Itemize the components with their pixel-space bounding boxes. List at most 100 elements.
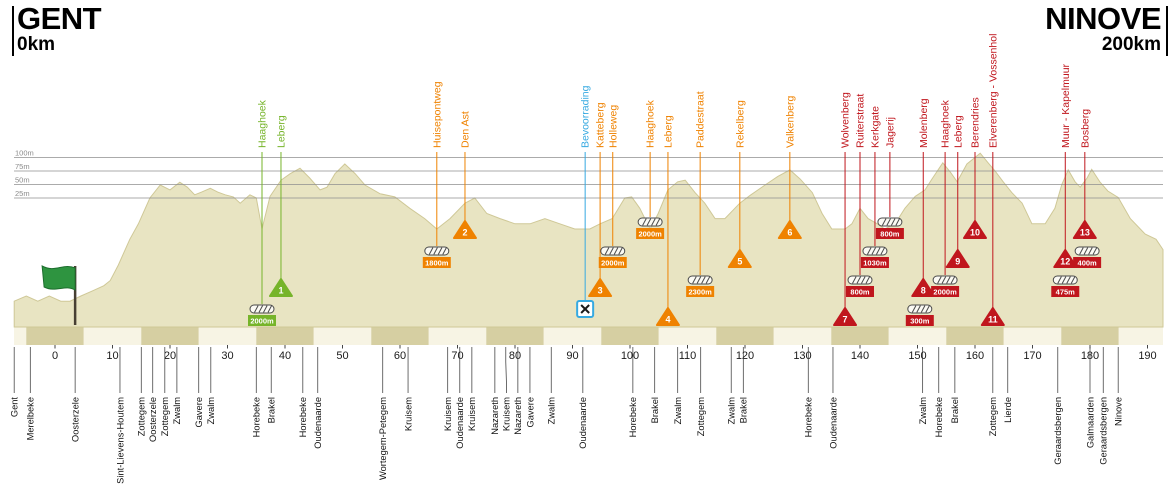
climb-number: 2 [462,228,467,238]
cobbles-icon-hatch [880,247,885,255]
cobbles-icon-hatch [613,247,619,255]
axis-tick-label: 150 [908,350,926,362]
town-label: Gavere [194,397,204,428]
cobbles-icon [862,246,888,256]
start-flag-icon [41,265,76,291]
km-band [716,327,774,345]
town-label: Kruisem [403,397,413,431]
km-band [428,327,487,345]
cobbles-icon-hatch [696,276,702,284]
climb-marker [963,220,987,239]
axis-tick-label: 70 [451,350,463,362]
axis-tick-label: 100 [621,350,639,362]
cobbles-label: Huisepontweg [431,81,443,148]
climb-number: 4 [665,315,670,325]
axis-tick-label: 50 [336,350,348,362]
axis-tick-label: 40 [279,350,291,362]
climb-label: Berendries [970,97,982,148]
town-label: Horebeke [804,397,814,437]
town-label: Nazareth [490,397,500,435]
cobbles-icon-hatch [890,218,896,226]
town-label: Zwalm [172,397,182,425]
km-band [256,327,314,345]
cobbles-icon-hatch [1079,247,1084,255]
climb-label: Leberg [952,115,964,148]
climb-marker [777,220,802,239]
climb-number: 11 [988,315,998,325]
cobbles-icon-hatch [655,218,661,226]
town-label: Gavere [525,397,535,428]
cobbles-label: Haaghoek [940,99,952,148]
town-label: Horebeke [252,397,262,437]
cobbles-icon-hatch [428,247,434,255]
km-band [26,327,84,345]
climb-marker [911,278,936,297]
cobbles-icon-hatch [937,276,942,284]
axis-tick-label: 20 [164,350,176,362]
cobbles-icon-hatch [604,247,610,255]
cobbles-icon-hatch [263,305,268,313]
town-label: Sint-Lievens-Houtem [115,397,125,484]
town-label: Oudenaarde [313,397,323,449]
cobbles-icon-hatch [609,247,614,255]
cobbles-icon-hatch [886,218,891,226]
town-label: Oosterzele [148,397,158,442]
cobbles-icon-hatch [433,247,438,255]
town-label: Gent [9,397,19,418]
town-label: Ninove [1113,397,1123,426]
finish-km: 200km [1101,33,1161,55]
cobbles-icon-hatch [946,276,951,284]
cobbles-length-badge [248,315,276,326]
town-label: Oudenaarde [578,397,588,449]
climb-number: 12 [1060,257,1070,267]
town-label: Geraardsbergen [1099,397,1109,465]
header-rule-right [1166,6,1168,56]
cobbles-length-label: 800m [880,230,900,239]
cobbles-icon-hatch [871,247,876,255]
finish-header: NINOVE 200km [1045,3,1161,55]
cobbles-icon [847,275,873,285]
cobbles-icon-hatch [1066,276,1071,284]
cobbles-icon-hatch [692,276,697,284]
climb-marker [833,307,858,326]
cobbles-icon-hatch [911,305,917,313]
cobbles-icon-hatch [651,218,656,226]
climb-label: Molenberg [918,98,930,148]
cobbles-icon [907,304,933,314]
km-band [773,327,832,345]
cobbles-icon-hatch [442,247,447,255]
header-rule-left [12,6,14,56]
town-label: Oudenaarde [455,397,465,449]
gridline-label: 75m [15,162,30,171]
climb-number: 3 [598,286,603,296]
cobbles-length-label: 2300m [688,288,712,297]
town-label: Nazareth [513,397,523,435]
climb-number: 1 [278,286,283,296]
cobbles-icon-hatch [941,276,947,284]
cobbles-length-badge [846,286,874,297]
town-label: Galmaarden [1085,397,1095,448]
cobbles-length-label: 2000m [601,259,625,268]
axis-tick-label: 110 [679,350,697,362]
climb-marker [655,307,680,326]
climb-label: Katteberg [595,102,607,148]
climb-number: 6 [787,228,792,238]
axis-tick-label: 80 [509,350,521,362]
climb-marker [588,278,613,297]
cobbles-icon-hatch [916,305,921,313]
cobbles-icon-hatch [852,276,857,284]
cobbles-length-label: 400m [1078,259,1098,268]
climb-label: Den Ast [459,111,471,148]
town-label: Wortegem-Petegem [378,397,388,480]
climb-label: Muur - Kapelmuur [1060,63,1072,148]
town-label: Zottegem [696,397,706,437]
km-band [313,327,372,345]
climb-number: 9 [955,257,960,267]
town-label: Zwalm [547,397,557,425]
km-band [1003,327,1062,345]
cobbles-length-label: 800m [850,288,870,297]
cobbles-length-label: 1030m [863,259,887,268]
feed-zone-label: Bevoorrading [580,85,592,148]
km-band [486,327,544,345]
km-band [141,327,199,345]
